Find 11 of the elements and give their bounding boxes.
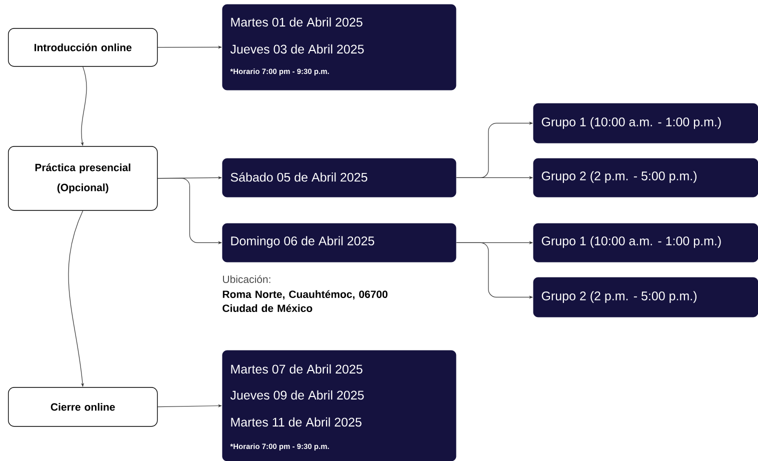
- date-box: Grupo 1 (10:00 a.m. - 1:00 p.m.): [533, 103, 758, 144]
- stage-box: Cierre online: [8, 387, 158, 427]
- date-box: Grupo 2 (2 p.m. - 5:00 p.m.): [533, 277, 758, 318]
- address-text: Roma Norte, Cuauhtémoc, 06700 Ciudad de México: [222, 290, 388, 312]
- date-box: Sábado 05 de Abril 2025: [222, 158, 456, 198]
- stage-box: Práctica presencial (Opcional): [8, 146, 158, 211]
- date-box: Grupo 2 (2 p.m. - 5:00 p.m.): [533, 158, 758, 198]
- location-label: Ubicación:: [223, 275, 270, 284]
- stage-box: Introducción online: [8, 28, 158, 67]
- date-box: Domingo 06 de Abril 2025: [222, 223, 456, 262]
- date-box: Grupo 1 (10:00 a.m. - 1:00 p.m.): [533, 223, 758, 262]
